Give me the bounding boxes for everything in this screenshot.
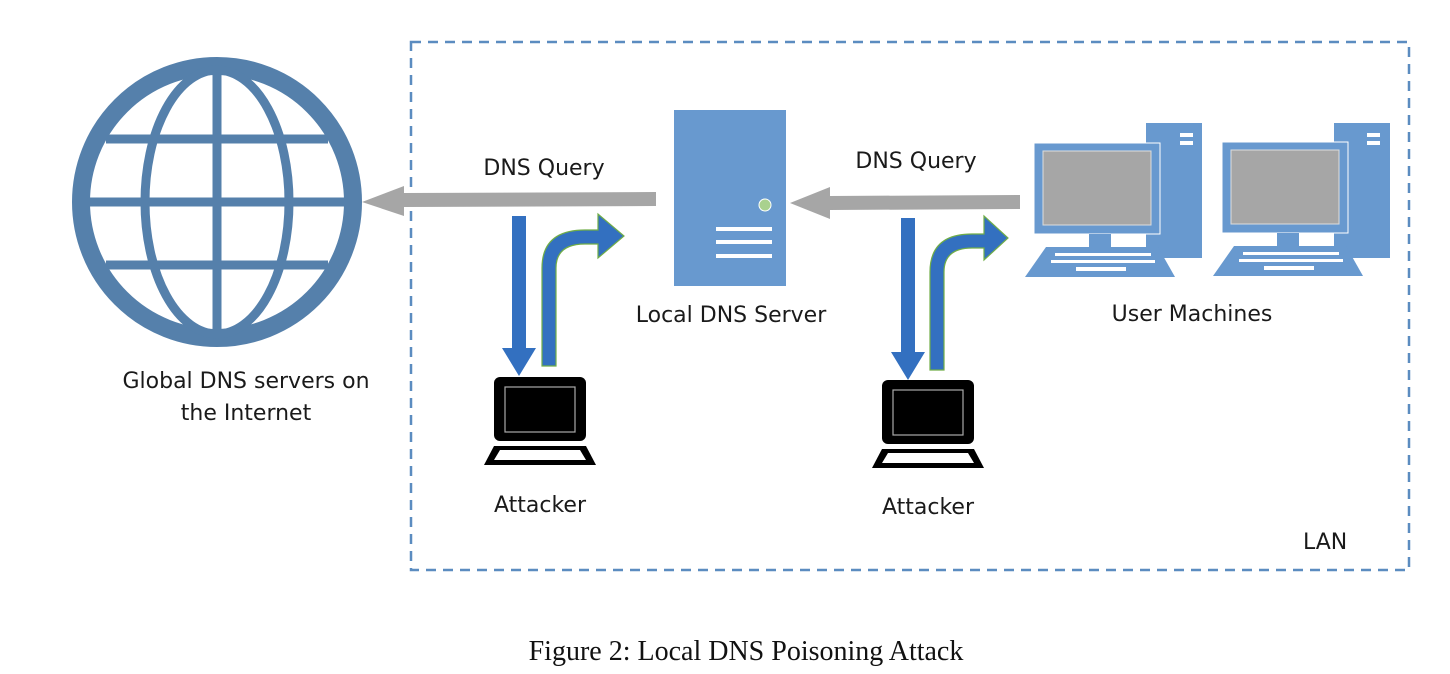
- desktop-computer-icon-2: [1213, 123, 1390, 276]
- global-dns-label-line1: Global DNS servers on: [122, 369, 369, 394]
- dns-query-arrow-to-local: [790, 187, 1020, 219]
- global-dns-label-line2: the Internet: [181, 401, 312, 426]
- laptop-icon-left: [484, 377, 596, 465]
- attacker-left-label: Attacker: [494, 493, 587, 518]
- intercept-arrow-right: [891, 218, 925, 380]
- laptop-icon-right: [872, 380, 984, 468]
- attacker-right-label: Attacker: [882, 495, 975, 520]
- local-dns-label: Local DNS Server: [636, 303, 827, 328]
- spoofed-reply-arrow-right: [929, 214, 1009, 371]
- intercept-arrow-left: [502, 216, 536, 376]
- dns-query-arrow-to-global: [362, 186, 656, 216]
- spoofed-reply-arrow-left: [541, 212, 625, 367]
- figure-caption: Figure 2: Local DNS Poisoning Attack: [529, 636, 964, 667]
- globe-icon: [72, 57, 362, 347]
- server-icon: [674, 110, 786, 286]
- user-machines-label: User Machines: [1112, 302, 1273, 327]
- lan-label: LAN: [1303, 530, 1347, 555]
- desktop-computer-icon-1: [1025, 123, 1202, 277]
- lan-boundary: [409, 40, 1411, 572]
- dns-query-label-right: DNS Query: [855, 149, 976, 174]
- dns-query-label-left: DNS Query: [483, 156, 604, 181]
